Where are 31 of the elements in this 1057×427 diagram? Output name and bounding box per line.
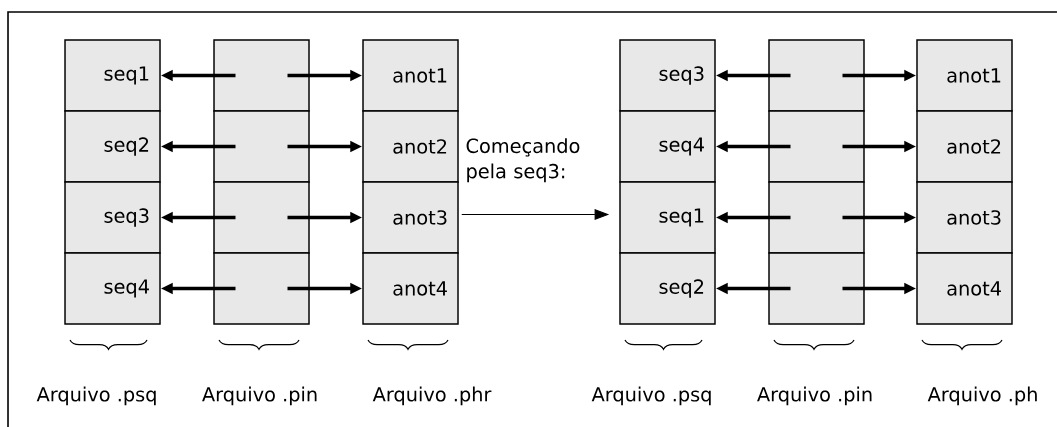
- table-cell: seq2: [619, 252, 716, 325]
- table-cell: anot4: [362, 252, 459, 325]
- table-cell: seq4: [64, 252, 161, 325]
- table-cell: seq3: [619, 39, 716, 112]
- table-cell: anot3: [916, 181, 1013, 254]
- file-label: Arquivo .psq: [36, 386, 156, 406]
- empty-cell: [213, 110, 310, 183]
- empty-cell: [213, 252, 310, 325]
- empty-cell: [768, 39, 865, 112]
- table-cell: anot1: [362, 39, 459, 112]
- table-cell: anot2: [362, 110, 459, 183]
- table-cell: seq1: [619, 181, 716, 254]
- empty-cell: [213, 39, 310, 112]
- table-cell: seq4: [619, 110, 716, 183]
- empty-cell: [213, 181, 310, 254]
- table-cell: anot4: [916, 252, 1013, 325]
- file-label: Arquivo .phr: [372, 386, 492, 406]
- file-label: Arquivo .psq: [591, 386, 711, 406]
- table-cell: anot2: [916, 110, 1013, 183]
- table-cell: anot1: [916, 39, 1013, 112]
- empty-cell: [768, 252, 865, 325]
- table-cell: anot3: [362, 181, 459, 254]
- edge-label: Começando pela seq3:: [466, 138, 580, 183]
- file-label: Arquivo .pin: [757, 386, 872, 406]
- table-cell: seq2: [64, 110, 161, 183]
- file-label: Arquivo .pin: [202, 386, 317, 406]
- table-cell: seq1: [64, 39, 161, 112]
- file-label: Arquivo .ph: [927, 386, 1037, 406]
- empty-cell: [768, 181, 865, 254]
- table-cell: seq3: [64, 181, 161, 254]
- empty-cell: [768, 110, 865, 183]
